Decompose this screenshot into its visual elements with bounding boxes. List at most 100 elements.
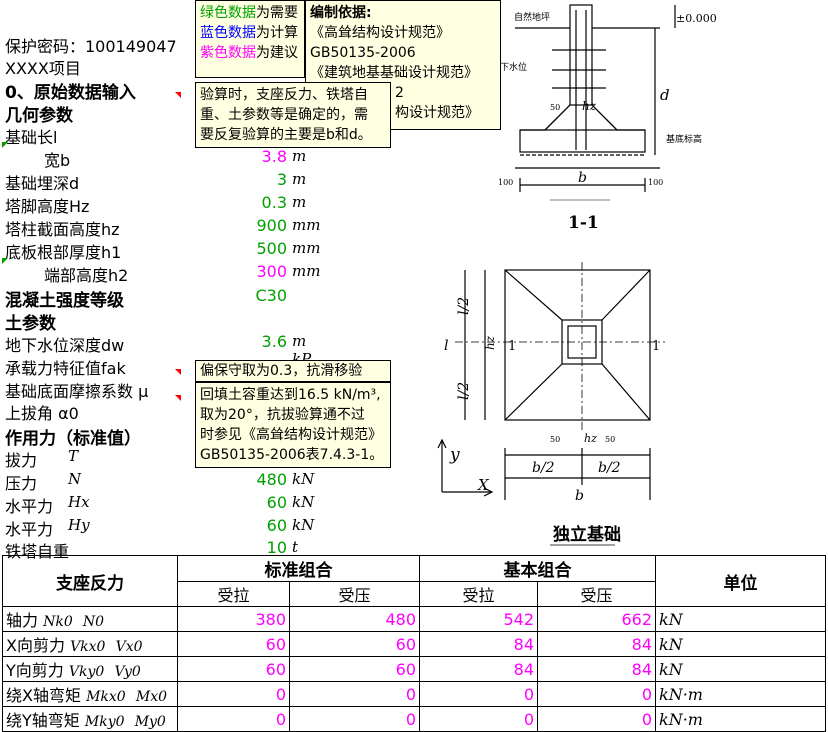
load-unit-self-weight: t xyxy=(292,538,299,556)
comment-marker xyxy=(175,92,181,98)
row-label: 绕X轴弯矩 Mkx0 Mx0 xyxy=(2,681,178,707)
dim-l2-top: l/2 xyxy=(456,297,472,315)
section-title: 0、原始数据输入 xyxy=(5,83,136,103)
zero-elevation: ±0.000 xyxy=(676,12,717,25)
dim-100-left: 100 xyxy=(498,178,513,187)
param-value-end-height[interactable]: 300 xyxy=(256,262,287,281)
comment-marker xyxy=(175,369,181,375)
load-value-self-weight[interactable]: 10 xyxy=(266,538,287,557)
soil-title: 土参数 xyxy=(5,314,56,334)
row-value[interactable]: 480 xyxy=(289,606,420,632)
param-value-root-thickness[interactable]: 500 xyxy=(256,239,287,258)
soil-label-bearing: 承载力特征值fak xyxy=(5,359,126,378)
soil-label-water-depth: 地下水位深度dw xyxy=(5,336,125,355)
param-value-depth[interactable]: 3 xyxy=(276,170,287,189)
group-basic: 基本组合 xyxy=(419,555,656,582)
load-unit-compression: kN xyxy=(292,470,315,488)
load-value-compression[interactable]: 480 xyxy=(256,470,287,489)
param-unit-end-height: mm xyxy=(292,262,321,280)
table-title: 支座反力 xyxy=(2,555,178,607)
row-value[interactable]: 662 xyxy=(537,606,656,632)
soil-value-water-depth[interactable]: 3.6 xyxy=(261,332,287,351)
color-legend-note: 绿色数据为需要 蓝色数据为计算 紫色数据为建议 xyxy=(195,0,305,78)
load-symbol-compression: N xyxy=(68,470,82,488)
row-label: 轴力 Nk0 N0 xyxy=(2,606,178,632)
row-unit: kN·m xyxy=(655,706,826,732)
param-label-depth: 基础埋深d xyxy=(5,174,80,193)
load-unit-hx: kN xyxy=(292,493,315,511)
row-value[interactable]: 60 xyxy=(289,631,420,657)
dim-50-plan-left: 50 xyxy=(550,435,560,444)
friction-note: 偏保守取为0.3，抗滑移验 xyxy=(195,360,391,382)
param-label-foot-height: 塔脚高度Hz xyxy=(5,197,90,216)
load-value-hx[interactable]: 60 xyxy=(266,493,287,512)
water-level-label: 下水位 xyxy=(500,61,527,73)
row-unit: kN·m xyxy=(655,681,826,707)
load-symbol-hx: Hx xyxy=(68,493,90,511)
load-symbol-hy: Hy xyxy=(68,516,90,534)
load-unit-hy: kN xyxy=(292,516,315,534)
dim-b2-right: b/2 xyxy=(598,460,621,476)
param-unit-width: m xyxy=(292,147,307,165)
param-value-width[interactable]: 3.8 xyxy=(261,147,287,166)
dim-hz-plan-bottom: hz xyxy=(584,432,597,445)
row-value[interactable]: 0 xyxy=(419,681,538,707)
plan-title: 独立基础 xyxy=(553,524,621,545)
row-value[interactable]: 0 xyxy=(177,681,290,707)
row-unit: kN xyxy=(655,631,826,657)
concrete-value[interactable]: C30 xyxy=(255,286,287,305)
header-tension: 受拉 xyxy=(419,581,538,607)
param-label-root-thickness: 底板根部厚度h1 xyxy=(5,243,122,262)
param-label-width: 宽b xyxy=(44,151,71,170)
soil-label-friction: 基础底面摩擦系数 μ xyxy=(5,382,149,401)
row-value[interactable]: 84 xyxy=(419,631,538,657)
dim-hz-elev: hz xyxy=(582,99,597,113)
row-value[interactable]: 60 xyxy=(289,656,420,682)
row-label: Y向剪力 Vky0 Vy0 xyxy=(2,656,178,682)
row-value[interactable]: 0 xyxy=(537,706,656,732)
dim-b2-left: b/2 xyxy=(532,460,555,476)
dim-50-elev: 50 xyxy=(550,103,560,112)
load-value-hy[interactable]: 60 xyxy=(266,516,287,535)
row-value[interactable]: 84 xyxy=(419,656,538,682)
row-unit: kN xyxy=(655,606,826,632)
row-value[interactable]: 0 xyxy=(289,681,420,707)
header-tension: 受拉 xyxy=(177,581,290,607)
project-name: XXXX项目 xyxy=(5,59,81,78)
header-compression: 受压 xyxy=(537,581,656,607)
param-value-foot-height[interactable]: 0.3 xyxy=(261,193,287,212)
base-elevation-label: 基底标高 xyxy=(666,133,702,145)
param-label-column-height: 塔柱截面高度hz xyxy=(5,220,120,239)
param-label-length: 基础长l xyxy=(5,128,58,147)
row-value[interactable]: 0 xyxy=(419,706,538,732)
ground-label: 自然地坪 xyxy=(514,11,550,23)
load-label-hy: 水平力 xyxy=(5,520,54,539)
row-value[interactable]: 0 xyxy=(289,706,420,732)
cell-marker xyxy=(2,258,8,264)
cell-marker xyxy=(2,142,8,148)
param-label-end-height: 端部高度h2 xyxy=(44,266,129,285)
row-value[interactable]: 84 xyxy=(537,631,656,657)
row-label: 绕Y轴弯矩 Mky0 My0 xyxy=(2,706,178,732)
dim-b-elev: b xyxy=(578,170,587,186)
row-unit: kN xyxy=(655,656,826,682)
row-value[interactable]: 60 xyxy=(177,656,290,682)
check-note: 验算时，支座反力、铁塔自 重、土参数等是确定的，需 要反复验算的主要是b和d。 xyxy=(195,82,391,148)
row-value[interactable]: 84 xyxy=(537,656,656,682)
load-label-hx: 水平力 xyxy=(5,497,54,516)
param-unit-root-thickness: mm xyxy=(292,239,321,257)
header-compression: 受压 xyxy=(289,581,420,607)
row-value[interactable]: 0 xyxy=(537,681,656,707)
row-value[interactable]: 542 xyxy=(419,606,538,632)
param-value-column-height[interactable]: 900 xyxy=(256,216,287,235)
loads-title: 作用力（标准值） xyxy=(5,429,141,449)
axis-y-label: y xyxy=(449,445,460,465)
row-value[interactable]: 60 xyxy=(177,631,290,657)
load-symbol-uplift: T xyxy=(68,447,79,465)
comment-marker xyxy=(175,395,181,401)
row-value[interactable]: 0 xyxy=(177,706,290,732)
row-value[interactable]: 380 xyxy=(177,606,290,632)
param-unit-depth: m xyxy=(292,170,307,188)
